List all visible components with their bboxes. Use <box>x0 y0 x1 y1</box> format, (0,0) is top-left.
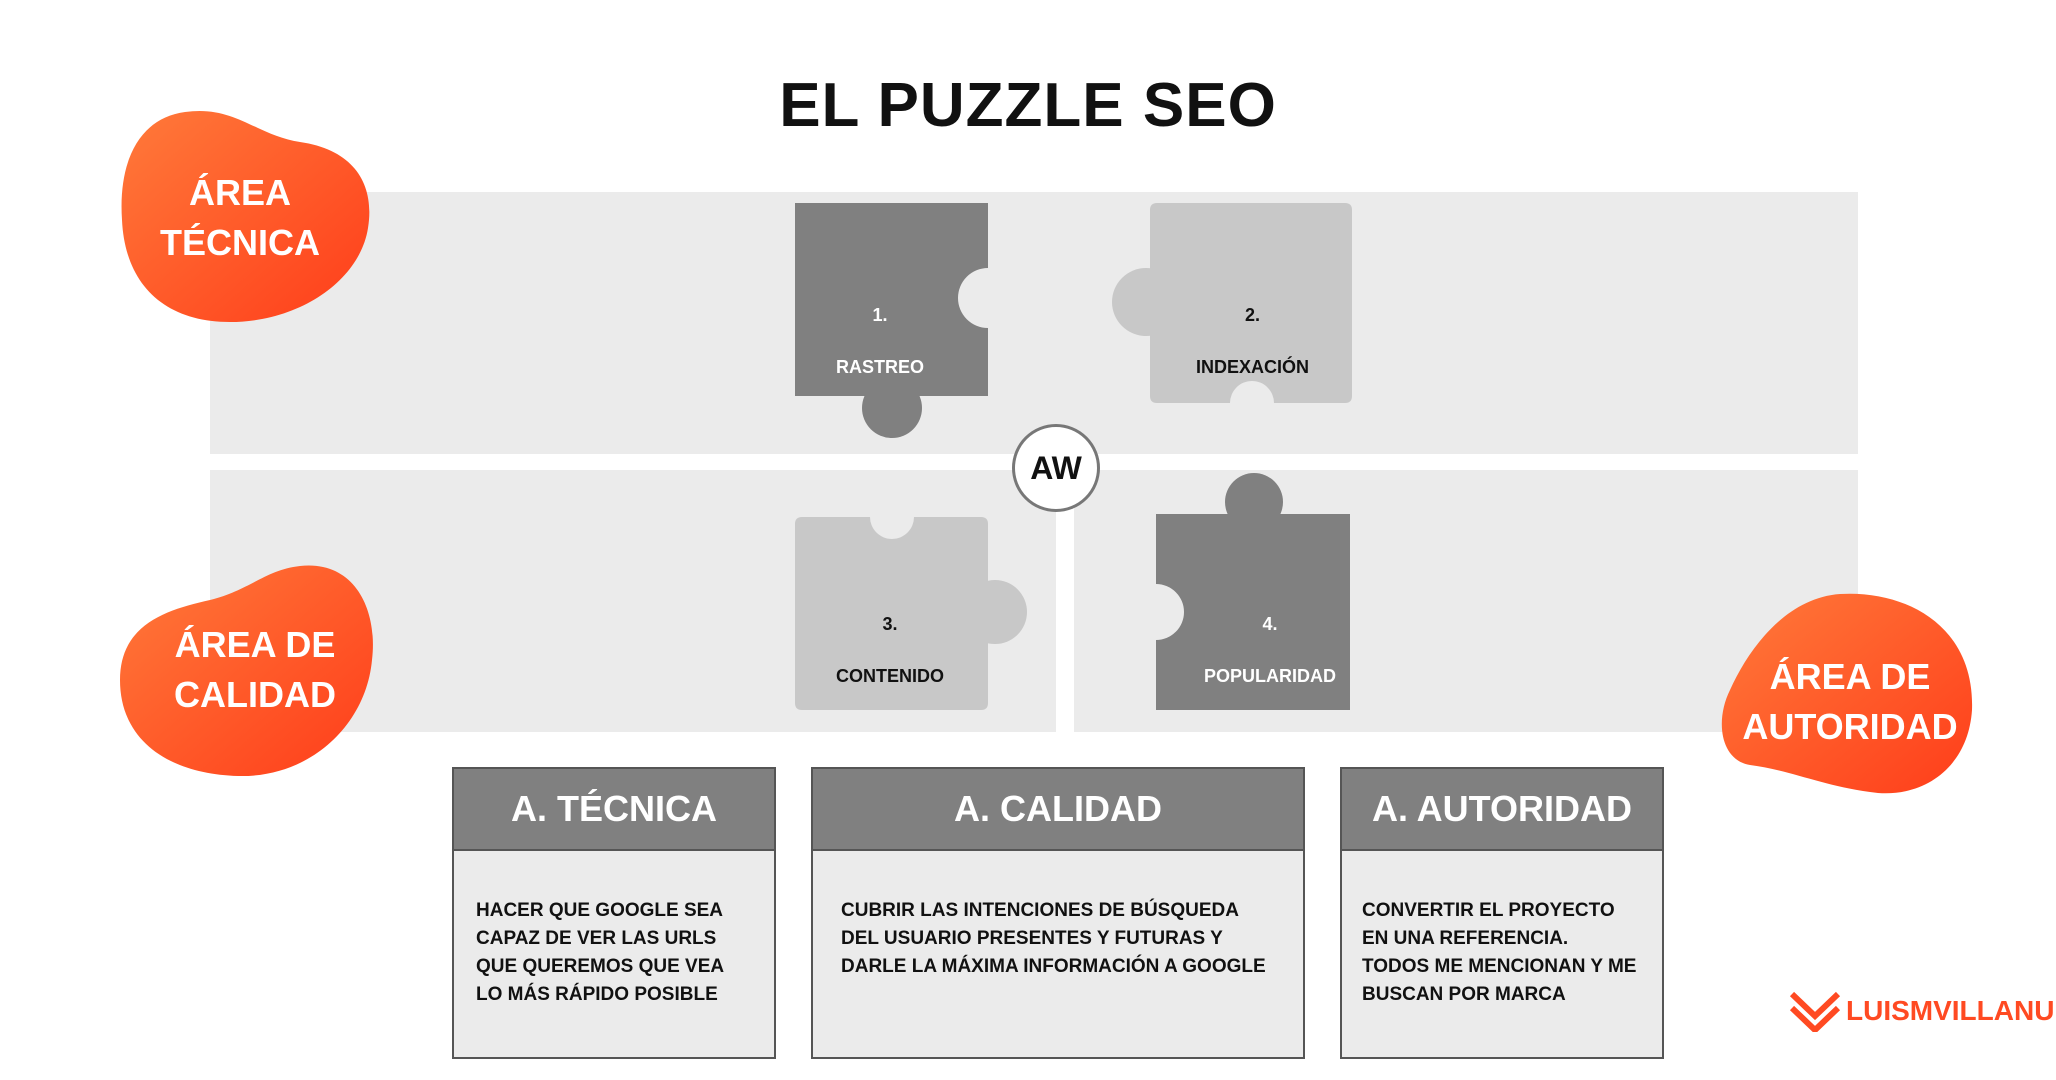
card-calidad: A. CALIDAD CUBRIR LAS INTENCIONES DE BÚS… <box>811 767 1305 1059</box>
piece-name: CONTENIDO <box>836 666 944 686</box>
double-chevron-logo-icon <box>1790 991 1840 1032</box>
page-title: EL PUZZLE SEO <box>779 71 1277 140</box>
piece-number: 3. <box>882 614 898 634</box>
logo-text: LUISMVILLANUEVA <box>1846 995 2056 1026</box>
card-autoridad: A. AUTORIDAD CONVERTIR EL PROYECTO EN UN… <box>1340 767 1664 1059</box>
piece-name: INDEXACIÓN <box>1195 357 1309 377</box>
piece-number: 1. <box>872 305 888 325</box>
card-text: HACER QUE GOOGLE SEA CAPAZ DE VER LAS UR… <box>476 900 724 1005</box>
blob-autoridad-icon <box>1721 593 1973 794</box>
card-tecnica: A. TÉCNICA HACER QUE GOOGLE SEA CAPAZ DE… <box>452 767 776 1059</box>
puzzle-piece-contenido-icon <box>795 517 1027 710</box>
brand-logo: LUISMVILLANUEVA <box>1790 990 2056 1032</box>
area-label-tecnica: ÁREA TÉCNICA <box>160 172 320 263</box>
puzzle-piece-popularidad-icon <box>1156 473 1350 710</box>
puzzle-piece-indexacion-icon <box>1112 203 1352 403</box>
card-text: CONVERTIR EL PROYECTO EN UNA REFERENCIA.… <box>1362 900 1637 1005</box>
piece-label-popularidad: 4. POPULARIDAD <box>1190 585 1350 715</box>
blob-calidad-icon <box>120 565 373 777</box>
aw-badge: AW <box>1012 424 1100 512</box>
piece-number: 2. <box>1244 305 1260 325</box>
piece-number: 4. <box>1262 614 1278 634</box>
area-label-calidad: ÁREA DE CALIDAD <box>174 624 336 715</box>
blob-tecnica-icon <box>121 110 370 322</box>
area-label-autoridad: ÁREA DE AUTORIDAD <box>1742 656 1958 747</box>
card-heading: A. CALIDAD <box>813 769 1303 851</box>
piece-label-indexacion: 2. INDEXACIÓN <box>1160 276 1345 406</box>
piece-label-contenido: 3. CONTENIDO <box>800 585 980 715</box>
card-heading: A. AUTORIDAD <box>1342 769 1662 851</box>
band-tecnica <box>210 192 1858 454</box>
piece-name: POPULARIDAD <box>1203 666 1336 686</box>
card-heading: A. TÉCNICA <box>454 769 774 851</box>
card-text: CUBRIR LAS INTENCIONES DE BÚSQUEDA DEL U… <box>841 900 1266 977</box>
piece-label-rastreo: 1. RASTREO <box>795 276 965 406</box>
puzzle-piece-rastreo-icon <box>795 203 988 438</box>
piece-name: RASTREO <box>835 357 924 377</box>
